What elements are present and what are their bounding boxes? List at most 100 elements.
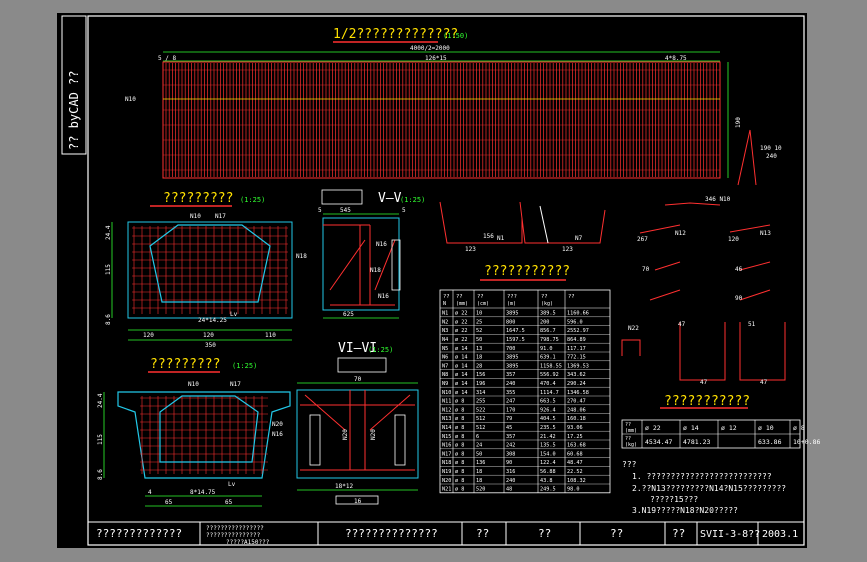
section-vv-dim-label: 625 xyxy=(343,311,354,318)
summary-table-cell: 633.86 xyxy=(758,438,782,446)
section-vv-marker xyxy=(321,189,363,205)
section-a-dim-label: 350 xyxy=(205,342,216,349)
title-block-cell-2-line-1: ???????????????? xyxy=(206,525,264,532)
title-block-cell: ?? xyxy=(476,527,489,540)
section-b-label: Lv xyxy=(228,481,236,488)
quantity-table-cell: N17 xyxy=(442,451,451,457)
quantity-table-cell: 470.4 xyxy=(540,381,556,387)
section-a-label: N17 xyxy=(215,213,226,220)
quantity-table-cell: 1369.53 xyxy=(567,363,589,369)
section-a-outline xyxy=(127,221,293,319)
side-label: ?? byCAD ?? xyxy=(67,71,81,150)
quantity-table-cell: N21 xyxy=(442,487,451,493)
summary-table-cell: ø 22 xyxy=(645,424,661,432)
quantity-table-cell: N2 xyxy=(442,319,448,325)
quantity-table-cell: 1160.66 xyxy=(567,311,589,317)
bar-shape xyxy=(654,261,681,271)
quantity-table-subheader: (mm) xyxy=(456,301,468,307)
section-a-dim-label: 120 xyxy=(143,332,154,339)
quantity-table-cell: 249.5 xyxy=(540,487,556,493)
section-a-scale: (1:25) xyxy=(240,196,265,204)
section-b-left-dim-label: 115 xyxy=(97,434,104,445)
quantity-table-cell: 1114.7 xyxy=(540,390,559,396)
quantity-table-cell: 170 xyxy=(506,407,515,413)
bar-detail-dim: 47 xyxy=(760,379,768,386)
quantity-table-cell: 117.17 xyxy=(567,346,586,352)
bar-detail-label: N13 xyxy=(760,230,771,237)
quantity-table-cell: N13 xyxy=(442,416,451,422)
bar-detail-dim: 156 xyxy=(483,233,494,240)
bar-detail-dim: 46 xyxy=(735,266,743,273)
quantity-table-cell: ø 8 xyxy=(455,399,464,405)
section-b-left-dim-label: 8.6 xyxy=(97,469,104,480)
quantity-table-cell: 316 xyxy=(506,469,515,475)
quantity-table-header: ?? xyxy=(541,294,548,300)
quantity-table-cell: ø 8 xyxy=(455,478,464,484)
quantity-table-cell: ø 8 xyxy=(455,460,464,466)
top-view-side-dim-label: 190 xyxy=(735,117,742,128)
section-a-label: Lv xyxy=(230,311,238,318)
top-view-dim-right: 4*8.75 xyxy=(665,55,687,62)
quantity-table-cell: 512 xyxy=(476,416,485,422)
section-vivi-marker xyxy=(337,357,387,373)
quantity-table-header: ?? xyxy=(456,294,463,300)
section-a-inner-void xyxy=(149,224,271,303)
bar-detail-dim: 120 xyxy=(728,236,739,243)
quantity-table-cell: 240 xyxy=(506,478,515,484)
bar-detail-dim: 123 xyxy=(465,246,476,253)
quantity-table-cell: 798.75 xyxy=(540,337,559,343)
side-label-frame xyxy=(61,15,87,155)
title-block-cell: ?? xyxy=(672,527,685,540)
quantity-table-cell: 1346.58 xyxy=(567,390,589,396)
quantity-table-cell: 308 xyxy=(506,451,515,457)
quantity-table-cell: ø 8 xyxy=(455,443,464,449)
quantity-table-cell: ø 8 xyxy=(455,434,464,440)
quantity-table-cell: 163.68 xyxy=(567,443,586,449)
section-vv-label: N16 xyxy=(376,241,387,248)
section-vv-outline xyxy=(322,217,400,311)
quantity-table-cell: 50 xyxy=(476,451,482,457)
quantity-table-cell: 13 xyxy=(476,346,482,352)
quantity-table-cell: ø 14 xyxy=(455,363,468,369)
quantity-table-cell: 520 xyxy=(476,487,485,493)
quantity-table-cell: N4 xyxy=(442,337,448,343)
section-vv-label: N18 xyxy=(370,267,381,274)
top-view-title: 1/2????????????? xyxy=(333,27,458,42)
section-vv-label: N16 xyxy=(378,293,389,300)
top-view: 1/2????????????? (1:50) 4000/2=2000 5 / … xyxy=(125,27,782,186)
section-vivi-label: N20 xyxy=(342,429,349,440)
quantity-table-cell: 404.5 xyxy=(540,416,556,422)
quantity-table-cell: ø 8 xyxy=(455,469,464,475)
quantity-table-cell: 17.25 xyxy=(567,434,583,440)
bar-shape xyxy=(729,224,771,233)
bar-shape xyxy=(739,289,771,301)
bar-sketch-top-right-label: 190 10 xyxy=(760,145,782,152)
note-line: 1. ?????????????????????????? xyxy=(632,472,772,481)
quantity-table-cell: ø 8 xyxy=(455,416,464,422)
quantity-table-cell: ø 14 xyxy=(455,355,468,361)
quantity-table-cell: 522 xyxy=(476,407,485,413)
bar-shape xyxy=(739,322,786,381)
title-block-drawing-title: ????????????? xyxy=(96,527,182,540)
bar-shape-n2 xyxy=(519,201,606,244)
bar-shape-n1 xyxy=(439,201,523,244)
quantity-table-cell: ø 14 xyxy=(455,372,468,378)
quantity-table-cell: N5 xyxy=(442,346,448,352)
quantity-table-cell: 28 xyxy=(476,363,482,369)
section-vivi-plate xyxy=(394,414,406,466)
quantity-table-cell: 196 xyxy=(476,381,485,387)
top-view-n10-label: N10 xyxy=(125,96,136,103)
quantity-table-cell: ø 22 xyxy=(455,337,468,343)
section-b-dim-label: 65 xyxy=(165,499,173,506)
section-a-dim-label: 120 xyxy=(203,332,214,339)
quantity-table-cell: 290.24 xyxy=(567,381,586,387)
quantity-table-cell: N8 xyxy=(442,372,448,378)
bar-shape-label: 346 N10 xyxy=(705,196,731,203)
bar-shape xyxy=(679,322,726,381)
quantity-table-cell: 18 xyxy=(476,355,482,361)
quantity-table-cell: ø 22 xyxy=(455,319,468,325)
bar-detail-dim: 90 xyxy=(735,295,743,302)
